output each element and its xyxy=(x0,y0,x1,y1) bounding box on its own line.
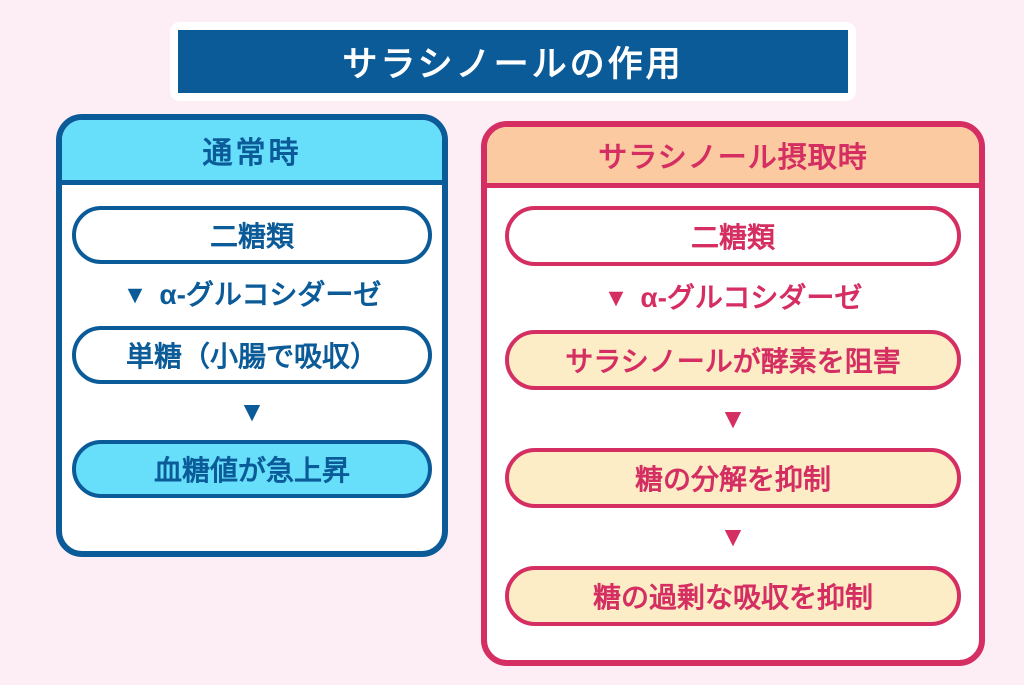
title-frame: サラシノールの作用 xyxy=(170,22,856,101)
panel-header-normal: 通常時 xyxy=(62,120,442,185)
down-triangle-icon: ▼ xyxy=(122,280,148,309)
title-bar: サラシノールの作用 xyxy=(178,30,848,93)
down-triangle-icon: ▼ xyxy=(603,283,629,312)
panel-salacinol: サラシノール摂取時二糖類 ▼ α-グルコシダーゼサラシノールが酵素を阻害 ▼ 糖の分解を… xyxy=(481,121,985,666)
enzyme-row: ▼ α-グルコシダーゼ xyxy=(123,278,382,312)
step-pill: 糖の過剰な吸収を抑制 xyxy=(505,565,961,626)
enzyme-label: α-グルコシダーゼ xyxy=(159,279,382,310)
step-pill: サラシノールが酵素を阻害 xyxy=(505,329,961,390)
enzyme-row: ▼ α-グルコシダーゼ xyxy=(604,281,863,315)
panel-body-normal: 二糖類 ▼ α-グルコシダーゼ単糖（小腸で吸収） ▼ 血糖値が急上昇 xyxy=(62,185,442,551)
panel-header-salacinol: サラシノール摂取時 xyxy=(487,127,979,188)
enzyme-label: α-グルコシダーゼ xyxy=(640,282,863,313)
panel-body-salacinol: 二糖類 ▼ α-グルコシダーゼサラシノールが酵素を阻害 ▼ 糖の分解を抑制 ▼ 糖の過剰な吸… xyxy=(487,188,979,660)
step-pill: 糖の分解を抑制 xyxy=(505,447,961,508)
down-triangle-icon: ▼ xyxy=(719,520,747,552)
step-pill: 血糖値が急上昇 xyxy=(72,439,432,498)
panel-normal: 通常時二糖類 ▼ α-グルコシダーゼ単糖（小腸で吸収） ▼ 血糖値が急上昇 xyxy=(56,114,448,557)
down-triangle-icon: ▼ xyxy=(238,395,266,427)
step-pill: 二糖類 xyxy=(505,206,961,266)
down-triangle-icon: ▼ xyxy=(719,402,747,434)
step-pill: 二糖類 xyxy=(72,206,432,264)
page-title: サラシノールの作用 xyxy=(342,45,684,84)
step-pill: 単糖（小腸で吸収） xyxy=(72,325,432,384)
